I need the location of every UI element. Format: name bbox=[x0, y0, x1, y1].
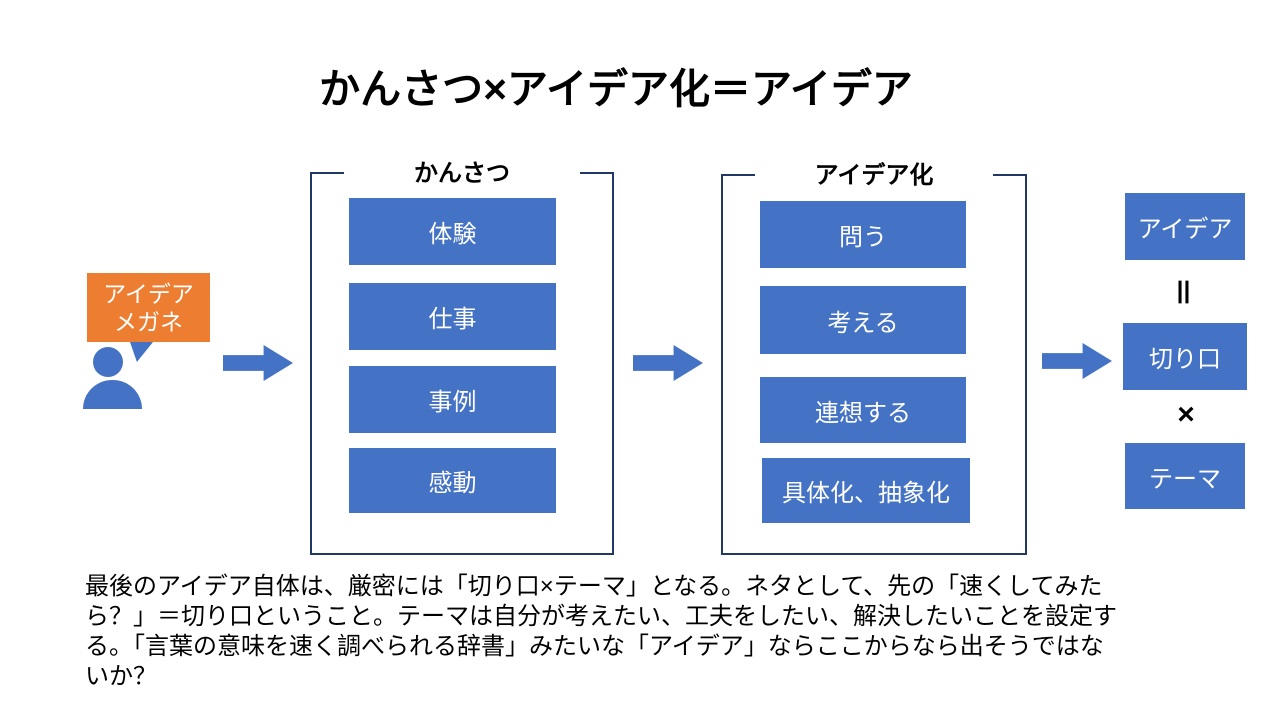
multiply-symbol: × bbox=[1177, 398, 1195, 431]
observation-item-case: 事例 bbox=[349, 366, 556, 433]
observation-item-experience: 体験 bbox=[349, 198, 556, 265]
speech-bubble-line2: メガネ bbox=[114, 308, 183, 335]
observation-group-frame: かんさつ 体験 仕事 事例 感動 bbox=[310, 160, 614, 555]
speech-bubble: アイデア メガネ bbox=[87, 273, 210, 342]
note-line-1: 最後のアイデア自体は、厳密には「切り口×テーマ」となる。ネタとして、先の「速くし… bbox=[85, 573, 1103, 600]
result-idea-box: アイデア bbox=[1125, 193, 1245, 260]
ideation-item-associate: 連想する bbox=[760, 377, 966, 443]
ideation-group-frame: アイデア化 問う 考える 連想する 具体化、抽象化 bbox=[721, 162, 1027, 555]
page-title: かんさつ×アイデア化＝アイデア bbox=[319, 66, 913, 112]
ideation-group-label: アイデア化 bbox=[814, 162, 934, 189]
ideation-item-think: 考える bbox=[760, 286, 966, 354]
speech-bubble-line1: アイデア bbox=[103, 280, 194, 307]
frame-top-left-segment bbox=[723, 174, 755, 176]
observation-item-work: 仕事 bbox=[349, 283, 556, 350]
arrow-right-icon-2 bbox=[633, 345, 703, 381]
observation-item-impression: 感動 bbox=[349, 448, 556, 513]
frame-top-right-segment bbox=[580, 172, 612, 174]
person-head-shape bbox=[93, 347, 123, 377]
result-angle-box: 切り口 bbox=[1123, 323, 1247, 390]
arrow-right-icon-1 bbox=[223, 345, 293, 381]
note-paragraph: 最後のアイデア自体は、厳密には「切り口×テーマ」となる。ネタとして、先の「速くし… bbox=[85, 572, 1117, 692]
frame-top-right-segment bbox=[993, 174, 1025, 176]
speech-tail-icon bbox=[130, 342, 153, 362]
ideation-item-ask: 問う bbox=[760, 201, 966, 268]
note-line-2: ら？」＝切り口ということ。テーマは自分が考えたい、工夫をしたい、解決したいことを… bbox=[85, 603, 1117, 630]
equals-symbol: ＝ bbox=[1165, 277, 1198, 307]
note-line-4: いか？ bbox=[85, 663, 157, 690]
frame-top-left-segment bbox=[312, 172, 344, 174]
ideation-item-concretize-abstract: 具体化、抽象化 bbox=[762, 458, 970, 523]
person-body-shape bbox=[83, 380, 142, 409]
arrow-right-icon-3 bbox=[1042, 343, 1112, 379]
result-theme-box: テーマ bbox=[1125, 443, 1245, 509]
note-line-3: る。「言葉の意味を速く調べられる辞書」みたいな「アイデア」ならここからなら出そう… bbox=[85, 633, 1104, 660]
observation-group-label: かんさつ bbox=[414, 160, 510, 187]
